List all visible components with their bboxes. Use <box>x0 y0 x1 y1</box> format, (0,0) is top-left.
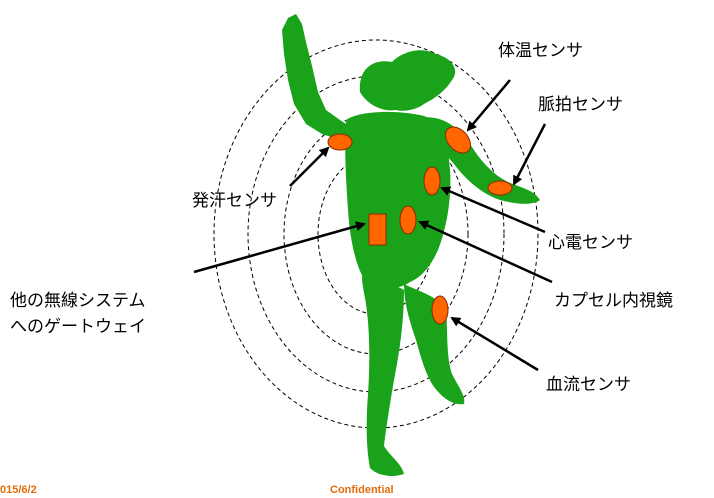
ring-2 <box>283 113 469 355</box>
gateway-device[interactable] <box>368 213 387 246</box>
arrow-ecg <box>440 186 546 234</box>
footer-confidential: Confidential <box>330 484 394 496</box>
label-sweat: 発汗センサ <box>192 191 277 211</box>
label-pulse: 脈拍センサ <box>538 95 623 115</box>
footer-date: 015/6/2 <box>0 484 37 496</box>
label-ecg: 心電センサ <box>548 233 633 253</box>
sensor-body-temp[interactable] <box>441 122 476 158</box>
arrow-blood-flow <box>450 316 539 372</box>
sensor-ecg[interactable] <box>423 166 441 196</box>
arrow-capsule <box>418 220 553 284</box>
arrow-sweat <box>289 146 330 187</box>
label-capsule: カプセル内視鏡 <box>554 291 673 311</box>
arrow-body-temp <box>466 79 511 132</box>
arrow-pulse <box>512 123 547 186</box>
sensors <box>327 122 513 325</box>
label-body-temp: 体温センサ <box>498 41 583 61</box>
sensor-capsule[interactable] <box>399 205 417 235</box>
human-silhouette <box>282 14 540 476</box>
arrow-gateway <box>193 221 366 274</box>
label-gateway-line2: へのゲートウェイ <box>10 317 146 337</box>
sensor-blood-flow[interactable] <box>431 295 449 325</box>
sensor-sweat[interactable] <box>327 133 353 151</box>
label-blood-flow: 血流センサ <box>546 375 631 395</box>
pointer-arrows <box>193 79 553 372</box>
label-gateway-line1: 他の無線システム <box>10 291 146 311</box>
sensor-pulse[interactable] <box>487 180 513 196</box>
